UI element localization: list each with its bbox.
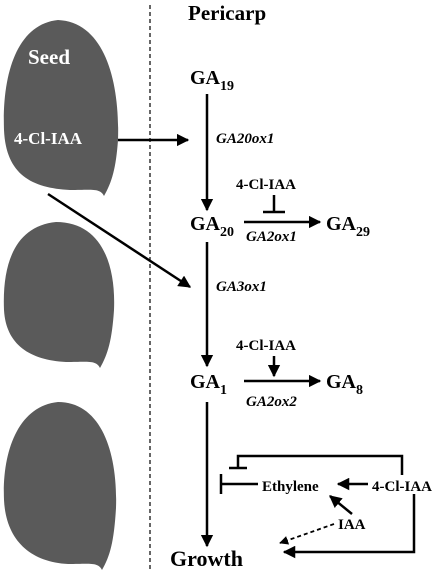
node-ga8: GA8 bbox=[326, 371, 363, 398]
arrow-iaa-to-ethylene bbox=[329, 495, 353, 515]
seed-shape-middle bbox=[3, 222, 115, 368]
enzyme-ga2ox2: GA2ox2 bbox=[246, 394, 297, 410]
regulator-4clia-right: 4-Cl-IAA bbox=[372, 479, 432, 495]
svg-text:GA20: GA20 bbox=[190, 213, 234, 240]
iaa-label: IAA bbox=[338, 517, 366, 533]
enzyme-ga20ox1: GA20ox1 bbox=[216, 131, 274, 147]
svg-text:GA1: GA1 bbox=[190, 371, 227, 398]
ethylene-label: Ethylene bbox=[262, 479, 319, 495]
seed-title: Seed bbox=[28, 45, 70, 69]
enzyme-ga2ox1: GA2ox1 bbox=[246, 229, 297, 245]
node-ga19: GA19 bbox=[190, 67, 234, 94]
enzyme-ga3ox1: GA3ox1 bbox=[216, 279, 267, 295]
growth-label: Growth bbox=[170, 546, 243, 571]
arrow-seed-to-ga3ox1 bbox=[47, 192, 192, 289]
pericarp-title: Pericarp bbox=[188, 1, 266, 25]
regulator-4clia-inhibit: 4-Cl-IAA bbox=[236, 177, 296, 193]
arrow-4clia-to-growth bbox=[282, 494, 416, 559]
node-ga20: GA20 bbox=[190, 213, 234, 240]
dashed-iaa-to-growth bbox=[279, 523, 335, 545]
inhibit-4clia-loop bbox=[236, 454, 404, 475]
node-ga29: GA29 bbox=[326, 213, 370, 240]
seed-shape-bottom bbox=[3, 402, 117, 570]
node-ga1: GA1 bbox=[190, 371, 227, 398]
svg-text:GA29: GA29 bbox=[326, 213, 370, 240]
regulator-4clia-promote: 4-Cl-IAA bbox=[236, 338, 296, 354]
seed-shape-top bbox=[3, 20, 119, 196]
svg-text:GA8: GA8 bbox=[326, 371, 363, 398]
svg-text:GA19: GA19 bbox=[190, 67, 234, 94]
seed-hormone-label: 4-Cl-IAA bbox=[14, 129, 83, 148]
